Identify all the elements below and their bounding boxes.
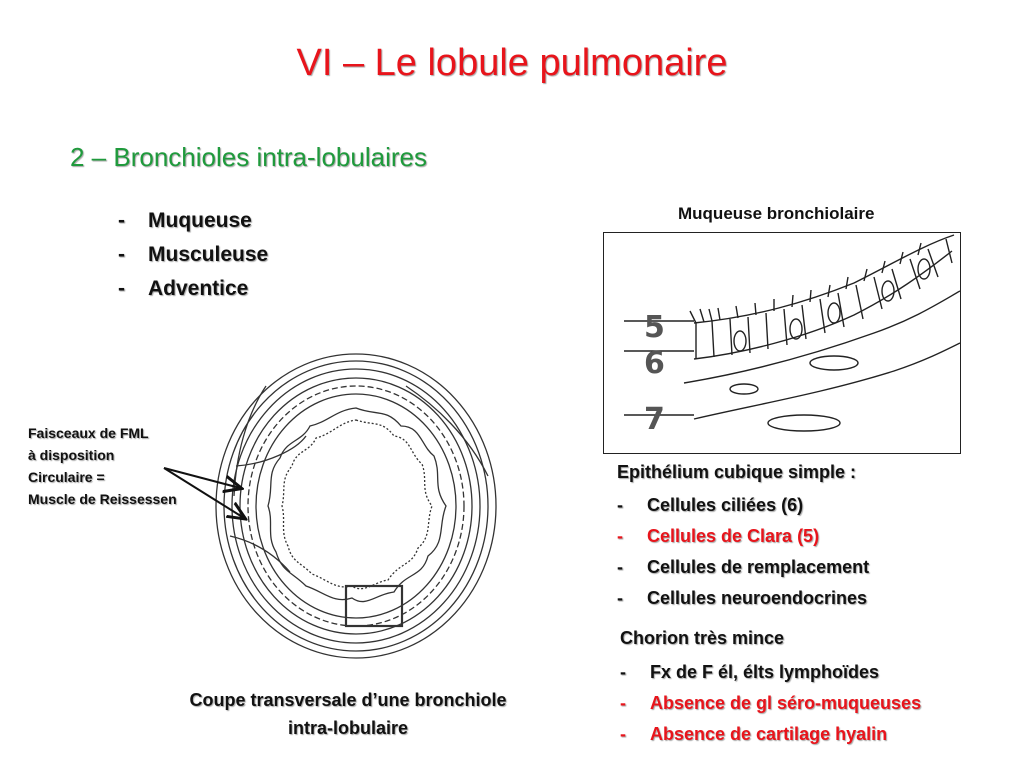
layer-label: Adventice — [148, 277, 249, 300]
bullet-dash: - — [118, 277, 125, 300]
item-label: Absence de gl séro-muqueuses — [650, 693, 922, 713]
item-label: Cellules neuroendocrines — [647, 588, 868, 608]
epithelium-list: - Cellules ciliées (6) - Cellules de Clara… — [617, 490, 869, 614]
fml-line: Faisceaux de FML — [28, 425, 149, 441]
slide-title: VI – Le lobule pulmonaire — [296, 42, 728, 84]
item-label: Fx de F él, élts lymphoïdes — [650, 662, 880, 682]
caption-line: Coupe transversale d’une bronchiole — [189, 690, 507, 710]
list-item: - Cellules neuroendocrines — [617, 583, 869, 614]
label-7: 7 — [644, 402, 665, 437]
list-item: -Musculeuse — [118, 238, 268, 272]
label-6: 6 — [644, 346, 665, 381]
list-item: - Cellules de remplacement — [617, 552, 869, 583]
layers-list: -Muqueuse -Musculeuse -Adventice — [118, 204, 268, 306]
layer-label: Musculeuse — [148, 243, 269, 266]
label-5: 5 — [644, 310, 665, 345]
mucosa-diagram: 5 6 7 — [603, 232, 961, 454]
list-item: -Muqueuse — [118, 204, 268, 238]
fml-line: Circulaire = — [28, 469, 105, 485]
mucosa-drawing: 5 6 7 — [624, 234, 960, 437]
bronchiole-cross-section — [215, 353, 497, 659]
bullet-dash: - — [617, 557, 623, 577]
bullet-dash: - — [118, 209, 125, 232]
item-label: Absence de cartilage hyalin — [650, 724, 888, 744]
bullet-dash: - — [617, 495, 623, 515]
chorion-title: Chorion très mince — [620, 628, 785, 648]
list-item: - Fx de F él, élts lymphoïdes — [620, 657, 921, 688]
epithelium-title: Epithélium cubique simple : — [617, 462, 857, 482]
item-label: Cellules de Clara (5) — [647, 526, 820, 546]
fml-line: à disposition — [28, 447, 115, 463]
bullet-dash: - — [118, 243, 125, 266]
bullet-dash: - — [620, 662, 626, 682]
section-subtitle: 2 – Bronchioles intra-lobulaires — [70, 142, 427, 172]
fml-line: Muscle de Reissessen — [28, 491, 177, 507]
fml-label: Faisceaux de FML à disposition Circulair… — [28, 422, 177, 510]
list-item: - Cellules de Clara (5) — [617, 521, 869, 552]
bullet-dash: - — [620, 724, 626, 744]
bullet-dash: - — [617, 526, 623, 546]
list-item: - Cellules ciliées (6) — [617, 490, 869, 521]
item-label: Cellules de remplacement — [647, 557, 870, 577]
bullet-dash: - — [620, 693, 626, 713]
bullet-dash: - — [617, 588, 623, 608]
mucosa-diagram-title: Muqueuse bronchiolaire — [678, 204, 875, 223]
chorion-list: - Fx de F él, élts lymphoïdes - Absence de… — [620, 657, 921, 750]
caption-line: intra-lobulaire — [287, 718, 408, 738]
list-item: - Absence de cartilage hyalin — [620, 719, 921, 750]
layer-label: Muqueuse — [148, 209, 252, 232]
item-label: Cellules ciliées (6) — [647, 495, 804, 515]
list-item: - Absence de gl séro-muqueuses — [620, 688, 921, 719]
figure-caption: Coupe transversale d’une bronchiole intr… — [148, 686, 548, 742]
list-item: -Adventice — [118, 272, 268, 306]
